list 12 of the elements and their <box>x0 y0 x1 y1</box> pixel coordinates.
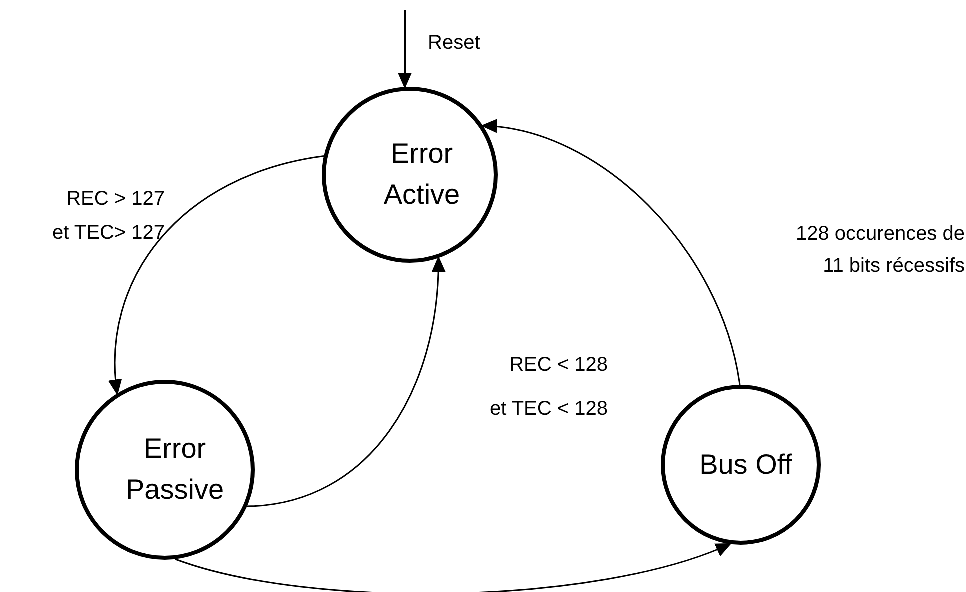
arrow <box>247 256 446 508</box>
edge-label: REC > 127 et TEC> 127 <box>52 187 165 246</box>
state-name: Bus Off <box>698 448 794 482</box>
state-name: Error Active <box>382 137 462 212</box>
arrow <box>175 542 732 592</box>
state-name: Error Passive <box>124 432 226 507</box>
edge-label: 128 occurences de 11 bits récessifs <box>794 222 965 279</box>
arrow <box>398 10 412 89</box>
edge-label: Reset <box>428 31 482 56</box>
edge-label: REC < 128 et TEC < 128 <box>488 353 608 422</box>
arrow <box>481 120 741 386</box>
arrow <box>109 156 324 396</box>
